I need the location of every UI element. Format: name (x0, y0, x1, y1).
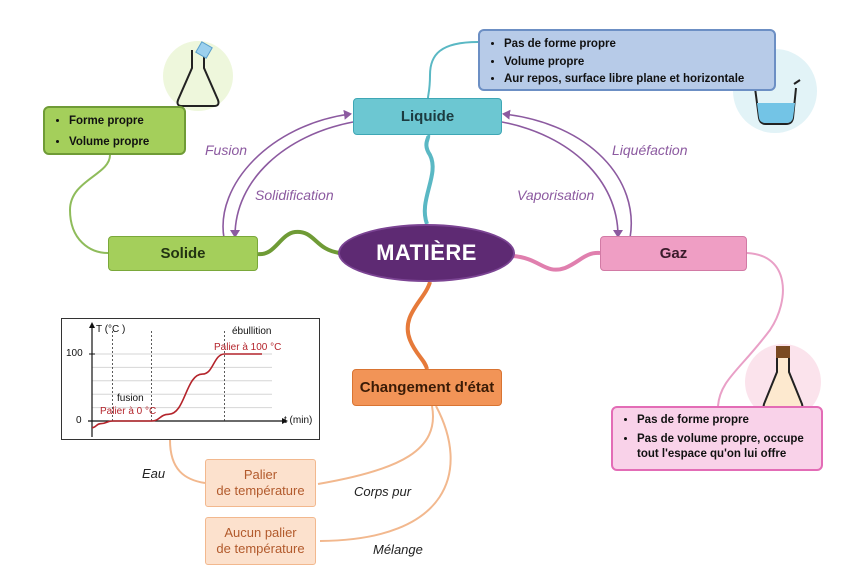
y-tick-100: 100 (66, 348, 83, 359)
x-axis-arrow (282, 418, 288, 424)
gaz-properties-box: Pas de forme propre Pas de volume propre… (611, 406, 823, 471)
link-center-liquide (422, 133, 435, 225)
link-center-changement (405, 281, 432, 370)
solide-properties-box: Forme propre Volume propre (43, 106, 186, 155)
eau-label: Eau (142, 466, 166, 481)
annotation-ebullition: ébullition (232, 326, 272, 337)
y-axis-arrow (89, 322, 95, 328)
link-corps-pur (317, 405, 434, 485)
vaporisation-label: Vaporisation (517, 187, 595, 203)
temperature-graph: T (°C ) t (min) 100 0 fusion Palier à 0 … (61, 318, 320, 440)
arrow-liquefaction (502, 109, 633, 239)
solide-node[interactable]: Solide (108, 236, 258, 271)
solid-flask-icon (163, 41, 233, 111)
temperature-chart-svg (88, 322, 288, 437)
fusion-label: Fusion (205, 142, 248, 158)
property-item: Volume propre (69, 135, 178, 151)
property-item: Forme propre (69, 114, 178, 130)
palier-temperature-node[interactable]: Palier de température (205, 459, 316, 507)
matiere-center-node[interactable]: MATIÈRE (338, 224, 515, 282)
annotation-palier-100: Palier à 100 °C (214, 342, 282, 353)
property-item: Pas de volume propre, occupe tout l'espa… (637, 432, 813, 463)
link-gaz-props (717, 252, 784, 407)
annotation-palier-0: Palier à 0 °C (100, 406, 157, 417)
arrow-solidification (230, 121, 354, 238)
link-melange (319, 405, 452, 542)
property-item: Volume propre (504, 55, 768, 71)
changement-etat-node[interactable]: Changement d'état (352, 369, 502, 406)
y-tick-0: 0 (76, 415, 82, 426)
link-eau (169, 439, 206, 484)
solidification-label: Solidification (255, 187, 334, 203)
property-item: Pas de forme propre (637, 413, 813, 429)
liquide-properties-box: Pas de forme propre Volume propre Aur re… (478, 29, 776, 91)
melange-label: Mélange (373, 542, 423, 557)
link-center-solide (257, 229, 341, 257)
aucun-palier-node[interactable]: Aucun palier de température (205, 517, 316, 565)
link-solide-props (68, 154, 111, 254)
link-center-gaz (512, 250, 601, 272)
palier-line-1: Palier (243, 466, 278, 482)
aucun-palier-line-2: de température (216, 541, 305, 556)
arrow-vaporisation (501, 121, 623, 238)
y-axis-label: T (°C ) (96, 324, 126, 335)
corps-pur-label: Corps pur (354, 484, 412, 499)
gaz-node[interactable]: Gaz (600, 236, 747, 271)
link-liquide-props (427, 41, 479, 99)
annotation-fusion: fusion (117, 393, 144, 404)
liquefaction-label: Liquéfaction (612, 142, 688, 158)
palier-line-2: de température (216, 483, 305, 498)
property-item: Pas de forme propre (504, 37, 768, 53)
property-item: Aur repos, surface libre plane et horizo… (504, 72, 768, 88)
temperature-curve (91, 353, 262, 429)
x-axis-label: t (min) (284, 415, 313, 426)
aucun-palier-line-1: Aucun palier (224, 524, 297, 540)
liquide-node[interactable]: Liquide (353, 98, 502, 135)
arrow-fusion (222, 109, 352, 239)
